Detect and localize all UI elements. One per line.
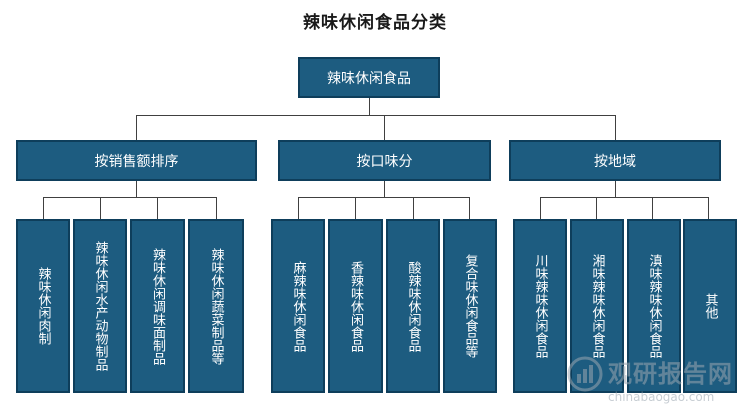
connector <box>615 115 616 140</box>
connector <box>216 197 217 219</box>
category-node-flavor: 按口味分 <box>278 140 491 181</box>
leaf-node: 麻辣味休闲食品 <box>271 219 325 393</box>
connector <box>384 115 385 140</box>
root-node: 辣味休闲食品 <box>298 57 440 98</box>
connector <box>540 197 709 198</box>
connector <box>355 197 356 219</box>
connector <box>596 197 597 219</box>
leaf-node: 辣味休闲肉制 <box>16 219 70 393</box>
connector <box>157 197 158 219</box>
chart-logo-icon <box>567 356 603 392</box>
connector <box>298 197 470 198</box>
connector <box>298 197 299 219</box>
leaf-node: 辣味休闲调味面制品 <box>130 219 185 393</box>
watermark-url: chinabaogao.com <box>608 390 715 404</box>
category-node-sales: 按销售额排序 <box>16 140 257 181</box>
leaf-node: 辣味休闲水产动物制品 <box>73 219 127 393</box>
connector <box>652 197 653 219</box>
connector <box>100 197 101 219</box>
leaf-node: 川味辣味休闲食品 <box>513 219 567 393</box>
connector <box>136 181 137 197</box>
category-node-region: 按地域 <box>509 140 721 181</box>
chart-title: 辣味休闲食品分类 <box>303 13 447 33</box>
connector <box>540 197 541 219</box>
leaf-node: 滇味辣味休闲食品 <box>627 219 681 393</box>
watermark-brand: 观研报告网 <box>608 360 733 388</box>
leaf-node: 酸辣味休闲食品 <box>386 219 440 393</box>
connector <box>469 197 470 219</box>
connector <box>369 98 370 115</box>
connector <box>384 181 385 197</box>
connector <box>136 115 137 140</box>
connector <box>708 197 709 219</box>
connector <box>43 197 44 219</box>
leaf-node: 香辣味休闲食品 <box>328 219 383 393</box>
connector <box>136 115 616 116</box>
leaf-node: 辣味休闲蔬菜制品等 <box>188 219 244 393</box>
connector <box>615 181 616 197</box>
leaf-node: 其他 <box>683 219 737 393</box>
connector <box>43 197 217 198</box>
connector <box>413 197 414 219</box>
leaf-node: 复合味休闲食品等 <box>443 219 497 393</box>
watermark: 观研报告网 chinabaogao.com <box>566 352 748 410</box>
